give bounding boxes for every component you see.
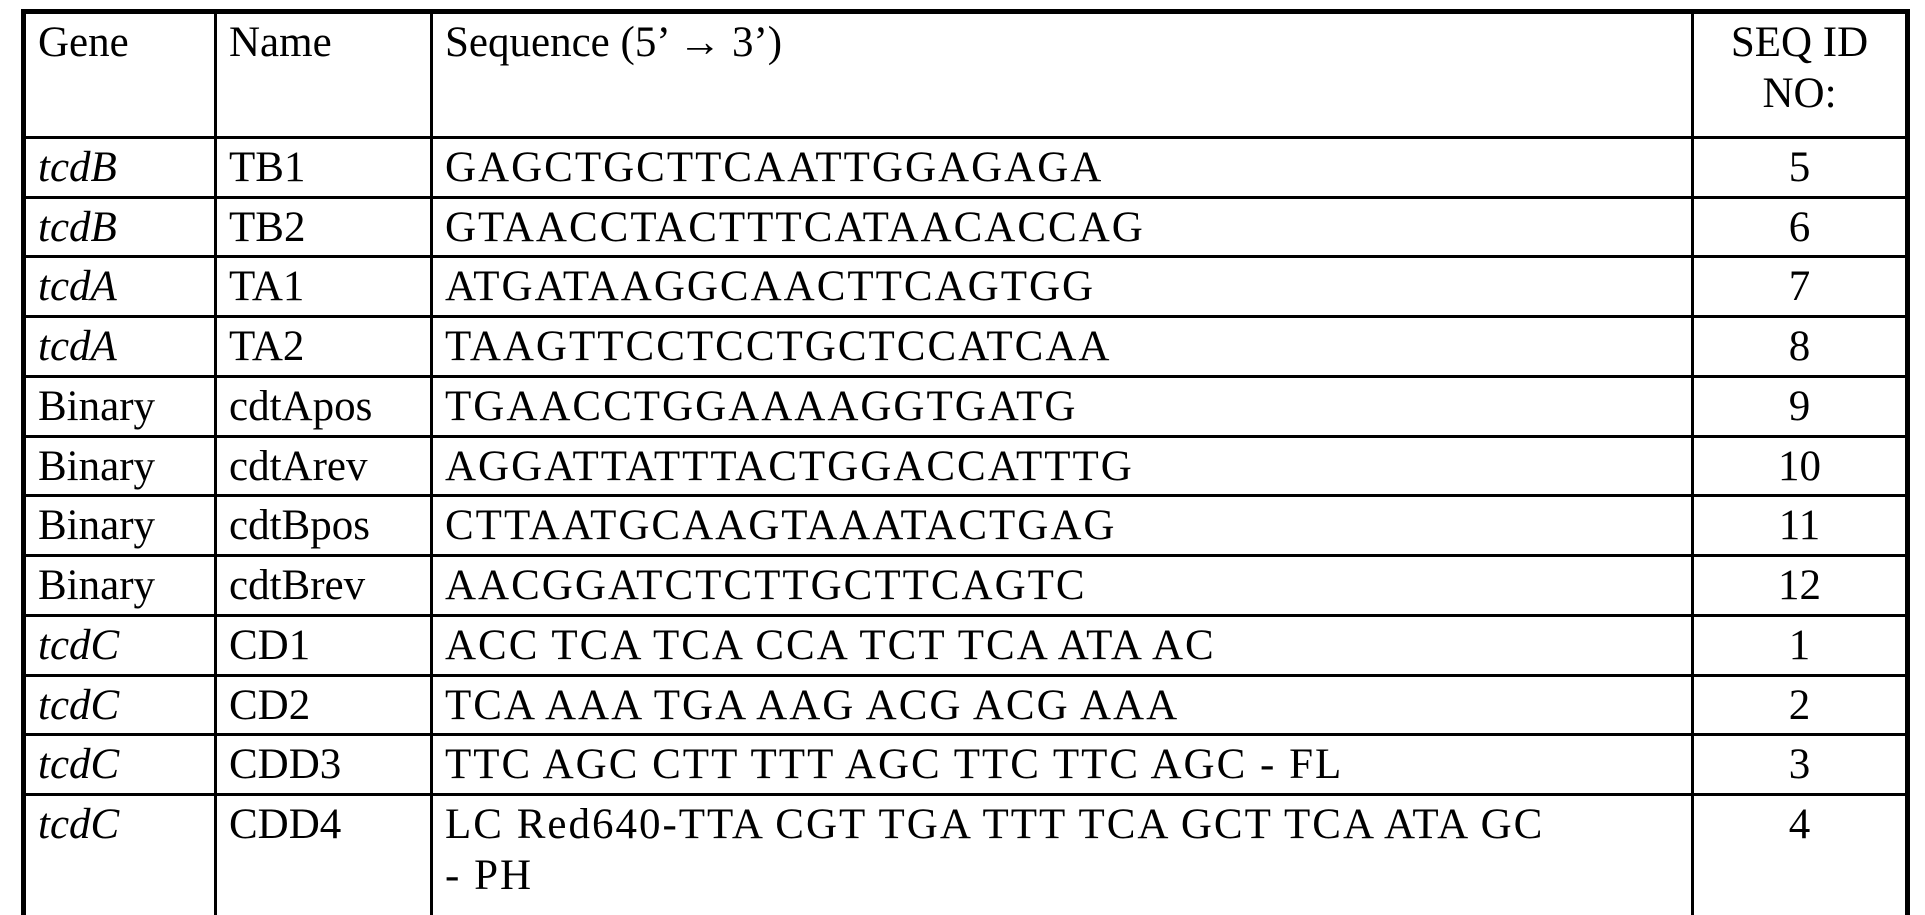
- gene-cell: tcdB: [22, 136, 217, 199]
- sequence-cell: LC Red640-TTA CGT TGA TTT TCA GCT TCA AT…: [430, 793, 1694, 915]
- seq-id-cell: 11: [1691, 494, 1909, 558]
- table-header: Gene Name Sequence (5’ → 3’) SEQ ID NO:: [22, 10, 1909, 139]
- table-row: Binary cdtApos TGAACCTGGAAAAGGTGATG 9: [22, 374, 1909, 438]
- sequence-line: TAAGTTCCTCCTGCTCCATCAA: [445, 323, 1112, 371]
- name-cell: cdtBrev: [214, 554, 433, 617]
- sequence-line: GAGCTGCTTCAATTGGAGAGA: [445, 144, 1104, 191]
- sequence-cell: GAGCTGCTTCAATTGGAGAGA: [430, 136, 1694, 199]
- sequence-cell: CTTAATGCAAGTAAATACTGAG: [430, 494, 1694, 558]
- gene-cell: tcdC: [22, 793, 217, 915]
- seq-id-cell: 8: [1691, 315, 1909, 378]
- sequence-line: LC Red640-TTA CGT TGA TTT TCA GCT TCA AT…: [445, 801, 1545, 849]
- sequence-line: AGGATTATTTACTGGACCATTTG: [445, 442, 1134, 490]
- gene-cell: Binary: [22, 554, 217, 617]
- table-row: Binary cdtBrev AACGGATCTCTTGCTTCAGTC 12: [22, 554, 1909, 617]
- name-cell: cdtArev: [214, 434, 433, 498]
- gene-cell: tcdA: [22, 255, 217, 319]
- gene-cell: tcdC: [22, 733, 217, 797]
- gene-cell: Binary: [22, 494, 217, 558]
- name-cell: CD1: [214, 613, 433, 677]
- seq-id-cell: 7: [1691, 255, 1909, 319]
- seq-id-cell: 3: [1691, 733, 1909, 797]
- sequence-cell: TGAACCTGGAAAAGGTGATG: [430, 374, 1694, 438]
- name-cell: CDD3: [214, 733, 433, 797]
- table-row: Binary cdtBpos CTTAATGCAAGTAAATACTGAG 11: [22, 494, 1909, 558]
- seq-id-cell: 10: [1691, 434, 1909, 498]
- name-cell: TA2: [214, 315, 433, 378]
- seq-id-cell: 12: [1691, 554, 1909, 617]
- seq-id-column-header: SEQ ID NO:: [1691, 10, 1909, 139]
- name-cell: cdtBpos: [214, 494, 433, 558]
- seq-id-cell: 6: [1691, 195, 1909, 259]
- sequence-line: AACGGATCTCTTGCTTCAGTC: [445, 562, 1087, 610]
- table-row: tcdA TA2 TAAGTTCCTCCTGCTCCATCAA 8: [22, 315, 1909, 378]
- sequence-column-header: Sequence (5’ → 3’): [430, 10, 1694, 139]
- name-cell: TA1: [214, 255, 433, 319]
- gene-cell: tcdA: [22, 315, 217, 378]
- sequence-cell: AACGGATCTCTTGCTTCAGTC: [430, 554, 1694, 617]
- gene-cell: tcdC: [22, 673, 217, 737]
- sequence-line: ACC TCA TCA CCA TCT TCA ATA AC: [445, 621, 1216, 669]
- table-row: tcdA TA1 ATGATAAGGCAACTTCAGTGG 7: [22, 255, 1909, 319]
- table-row: Binary cdtArev AGGATTATTTACTGGACCATTTG 1…: [22, 434, 1909, 498]
- gene-cell: tcdC: [22, 613, 217, 677]
- seq-id-cell: 2: [1691, 673, 1909, 737]
- table-row: tcdB TB1 GAGCTGCTTCAATTGGAGAGA 5: [22, 136, 1909, 199]
- sequence-line: CTTAATGCAAGTAAATACTGAG: [445, 502, 1117, 550]
- name-cell: cdtApos: [214, 374, 433, 438]
- table-row: tcdC CD2 TCA AAA TGA AAG ACG ACG AAA 2: [22, 673, 1909, 737]
- name-cell: TB2: [214, 195, 433, 259]
- sequence-cell: TAAGTTCCTCCTGCTCCATCAA: [430, 315, 1694, 378]
- sequence-cell: TCA AAA TGA AAG ACG ACG AAA: [430, 673, 1694, 737]
- sequence-cell: ACC TCA TCA CCA TCT TCA ATA AC: [430, 613, 1694, 677]
- name-cell: TB1: [214, 136, 433, 199]
- table-row: tcdC CDD3 TTC AGC CTT TTT AGC TTC TTC AG…: [22, 733, 1909, 797]
- name-column-header: Name: [214, 10, 433, 139]
- sequence-line: GTAACCTACTTTCATAACACCAG: [445, 203, 1145, 251]
- gene-column-header: Gene: [22, 10, 217, 139]
- seq-id-cell: 9: [1691, 374, 1909, 438]
- sequence-line: - PH: [445, 851, 534, 899]
- sequence-line: TTC AGC CTT TTT AGC TTC TTC AGC - FL: [445, 741, 1344, 789]
- seq-id-cell: 5: [1691, 136, 1909, 199]
- sequence-line: ATGATAAGGCAACTTCAGTGG: [445, 263, 1096, 311]
- sequence-cell: ATGATAAGGCAACTTCAGTGG: [430, 255, 1694, 319]
- table-row: tcdB TB2 GTAACCTACTTTCATAACACCAG 6: [22, 195, 1909, 259]
- primer-sequence-table: Gene Name Sequence (5’ → 3’) SEQ ID NO: …: [21, 9, 1910, 915]
- gene-cell: Binary: [22, 434, 217, 498]
- table-body: tcdB TB1 GAGCTGCTTCAATTGGAGAGA 5 tcdB TB…: [22, 136, 1909, 915]
- sequence-line: TCA AAA TGA AAG ACG ACG AAA: [445, 681, 1180, 729]
- seq-id-cell: 1: [1691, 613, 1909, 677]
- table-row: tcdC CD1 ACC TCA TCA CCA TCT TCA ATA AC …: [22, 613, 1909, 677]
- seq-id-cell: 4: [1691, 793, 1909, 915]
- header-row: Gene Name Sequence (5’ → 3’) SEQ ID NO:: [22, 10, 1909, 139]
- seq-id-header-line2: NO:: [1762, 69, 1837, 117]
- name-cell: CD2: [214, 673, 433, 737]
- sequence-cell: GTAACCTACTTTCATAACACCAG: [430, 195, 1694, 259]
- sequence-cell: AGGATTATTTACTGGACCATTTG: [430, 434, 1694, 498]
- name-cell: CDD4: [214, 793, 433, 915]
- table-row: tcdC CDD4 LC Red640-TTA CGT TGA TTT TCA …: [22, 793, 1909, 915]
- sequence-cell: TTC AGC CTT TTT AGC TTC TTC AGC - FL: [430, 733, 1694, 797]
- sequence-line: TGAACCTGGAAAAGGTGATG: [445, 382, 1078, 430]
- seq-id-header-line1: SEQ ID: [1730, 19, 1869, 66]
- gene-cell: tcdB: [22, 195, 217, 259]
- gene-cell: Binary: [22, 374, 217, 438]
